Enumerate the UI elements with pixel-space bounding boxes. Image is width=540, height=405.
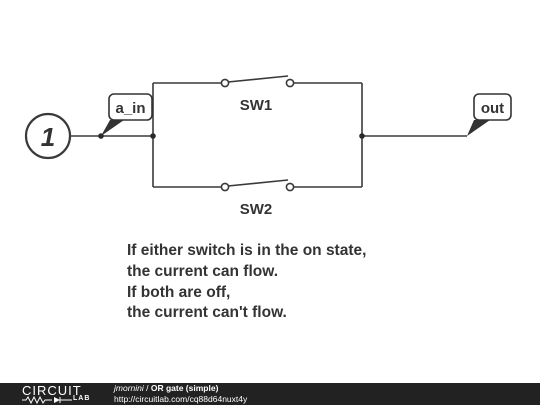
circuit-schematic: 1 SW1 SW2 a_in out — [24, 75, 512, 218]
author-name[interactable]: jmornini — [114, 383, 144, 393]
description-line: the current can flow. — [127, 262, 279, 280]
description-line: If both are off, — [127, 283, 231, 301]
circuitlab-logo[interactable]: CIRCUIT LAB — [22, 383, 94, 404]
circuit-credit: jmornini / OR gate (simple) — [114, 383, 218, 394]
net-tag-out-box — [473, 93, 512, 121]
switch-sw1[interactable] — [220, 75, 295, 88]
net-tag-a-in[interactable]: a_in — [101, 93, 153, 136]
switch-sw1-terminal-right — [285, 78, 295, 88]
logo-wordmark: CIRCUIT — [22, 383, 82, 398]
switch-sw1-blade — [227, 75, 289, 83]
description-line: If either switch is in the on state, — [127, 242, 367, 259]
source-label: 1 — [41, 122, 55, 152]
footer-bar: CIRCUIT LAB jmornini / OR gate (simple) … — [0, 383, 540, 405]
logo-subword: LAB — [73, 395, 91, 402]
switch-sw1-terminal-left — [220, 78, 230, 88]
switch-sw1-label: SW1 — [240, 97, 273, 114]
net-tag-a-in-label: a_in — [115, 100, 145, 117]
net-tag-a-in-box — [108, 93, 153, 121]
switch-sw2-terminal-left — [220, 182, 230, 192]
description-text: If either switch is in the on state, the… — [127, 241, 366, 324]
switch-sw2-terminal-right — [285, 182, 295, 192]
junction-node-right — [359, 133, 365, 139]
credit-separator: / — [143, 383, 151, 393]
voltage-source-1[interactable]: 1 — [24, 112, 72, 160]
net-tag-out-label: out — [481, 100, 504, 117]
net-tag-out[interactable]: out — [467, 93, 512, 136]
circuit-url-link[interactable]: http://circuitlab.com/cq88d64nuxt4y — [114, 394, 248, 404]
net-tag-a-in-pointer — [101, 120, 124, 136]
logo-resistor-icon — [22, 396, 72, 404]
switch-sw2-blade — [227, 179, 289, 187]
description-line: the current can't flow. — [127, 304, 287, 322]
switch-sw2[interactable] — [220, 179, 295, 192]
circuit-title: OR gate (simple) — [150, 383, 219, 393]
net-tag-out-pointer — [467, 120, 490, 136]
switch-sw2-label: SW2 — [240, 201, 273, 218]
junction-node-left — [150, 133, 156, 139]
